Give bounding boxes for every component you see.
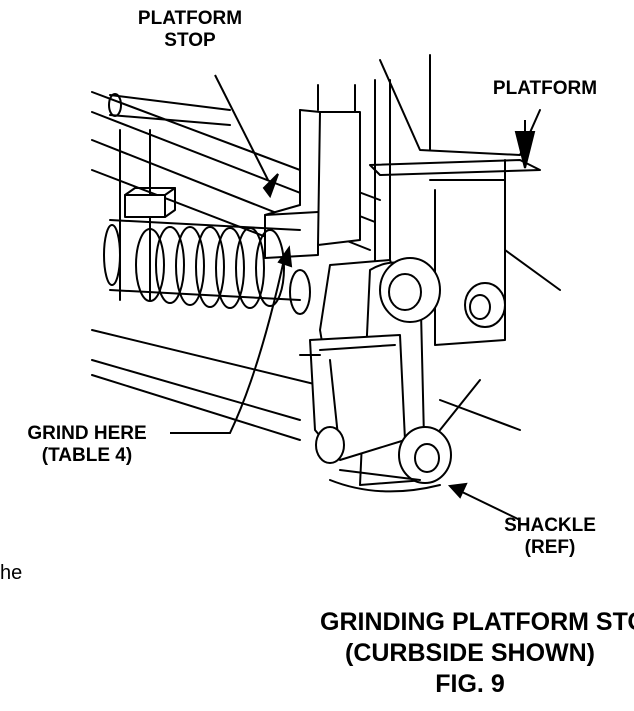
platform-label-text: PLATFORM <box>492 78 598 99</box>
platform-stop-block <box>264 109 361 259</box>
shackle-label: SHACKLE (REF) <box>480 515 620 559</box>
shackle-label-line1: SHACKLE <box>504 515 596 536</box>
platform-stop-label-line2: STOP <box>164 30 216 51</box>
figure-caption-line3: FIG. 9 <box>435 670 505 698</box>
figure-caption-line1: GRINDING PLATFORM STOPS <box>320 608 634 636</box>
shackle-label-line2: (REF) <box>524 537 576 558</box>
cropped-text-fragment: he <box>0 562 23 584</box>
platform-stop-label-line1: PLATFORM <box>137 8 243 29</box>
coil-spring <box>103 219 311 315</box>
left-block <box>124 187 176 218</box>
grind-here-label-line2: (TABLE 4) <box>41 445 133 466</box>
figure-caption-line2: (CURBSIDE SHOWN) <box>345 639 595 667</box>
leader-lines <box>170 74 536 521</box>
platform-stop-label: PLATFORM STOP <box>100 8 280 52</box>
grind-here-label-line1: GRIND HERE <box>27 423 147 444</box>
grind-here-label: GRIND HERE (TABLE 4) <box>2 423 172 467</box>
shackle-assembly <box>299 257 521 493</box>
platform-label: PLATFORM <box>470 78 620 100</box>
